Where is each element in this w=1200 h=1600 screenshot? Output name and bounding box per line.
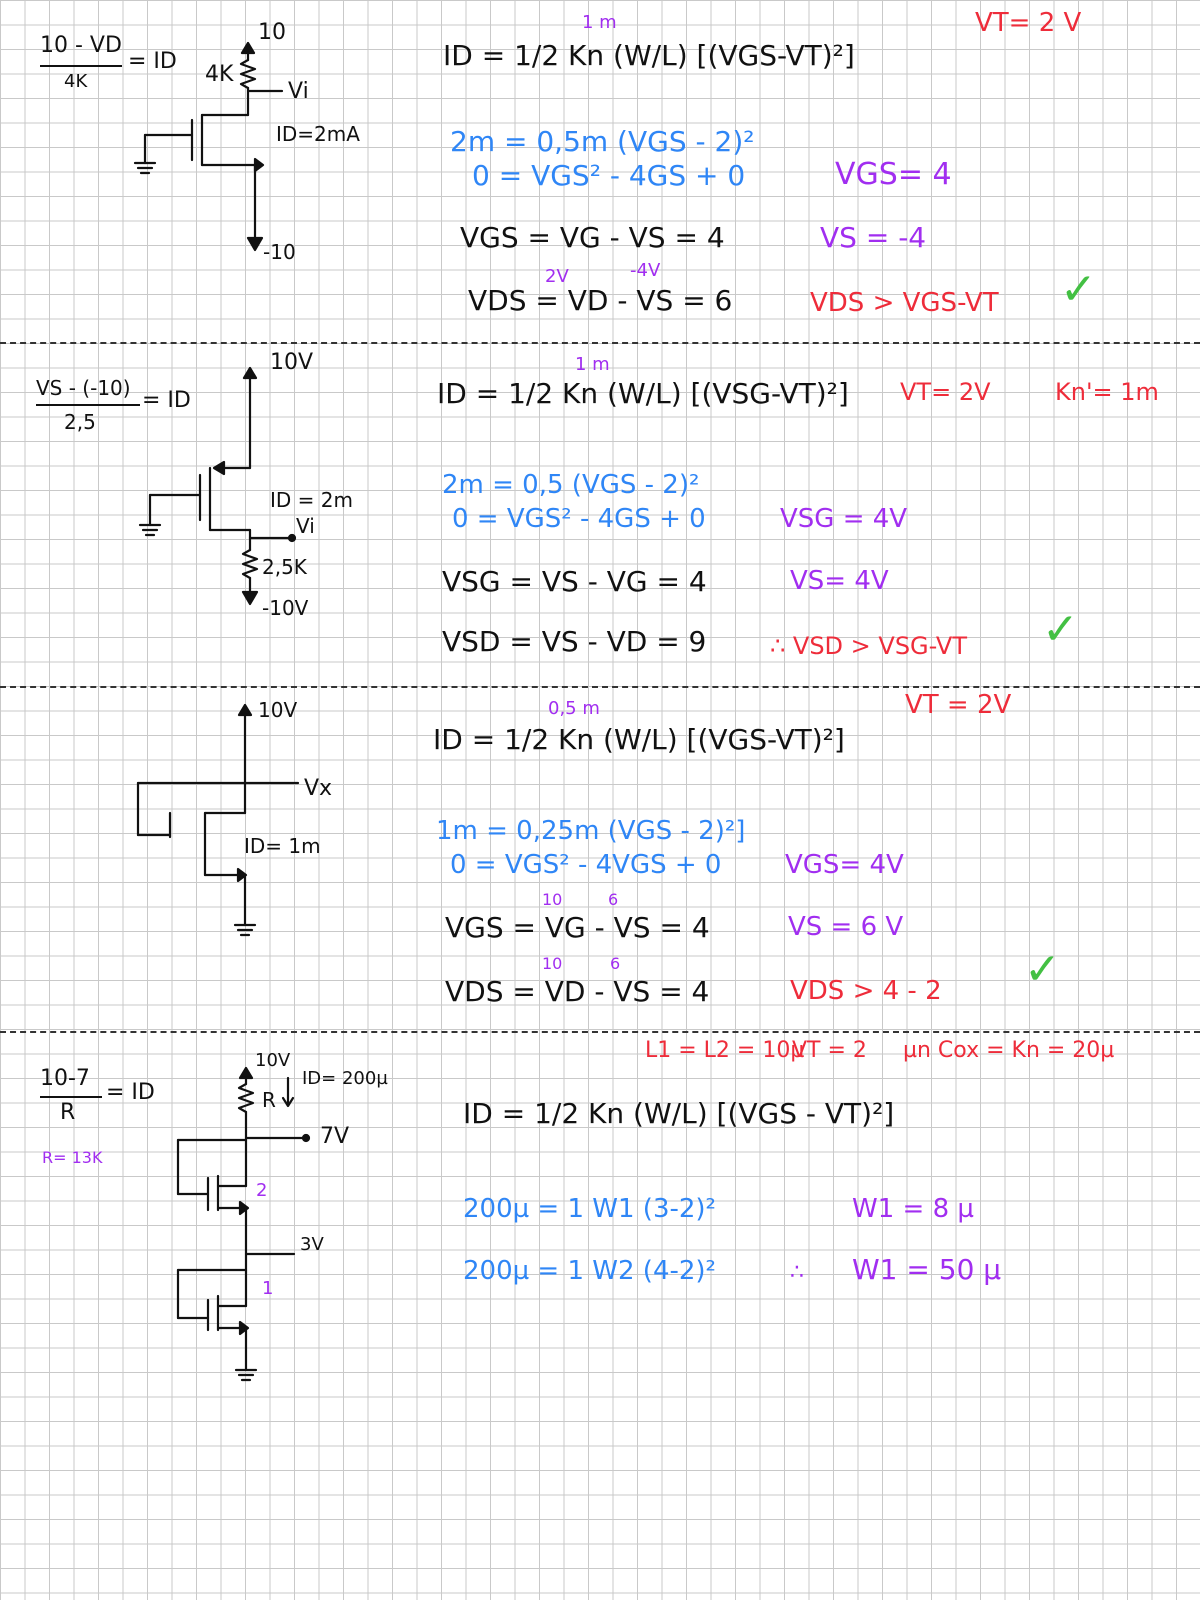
circuit-1-current-label: ID=2mA [276, 122, 360, 146]
equation-line-2: 0 = VGS² - 4VGS + 0 [450, 850, 722, 880]
w-l-value: 1 m [582, 12, 617, 33]
vt-given: VT= 2V [900, 378, 991, 406]
circuit-4-transistor-1-label: 1 [262, 1278, 274, 1299]
fraction-numerator: 10-7 [40, 1066, 90, 1091]
section-divider-2 [0, 686, 1200, 688]
fraction-numerator: 10 - VD [40, 33, 122, 58]
circuit-2-resistor-label: 2,5K [262, 555, 307, 579]
vds-equation: VDS = VD - VS = 6 [468, 284, 733, 317]
circuit-1-schematic [133, 41, 284, 252]
drain-current-formula: ID = 1/2 Kn (W/L) [(VGS-VT)²] [443, 39, 855, 72]
saturation-check: VDS > 4 - 2 [790, 976, 942, 1006]
fraction-numerator: VS - (-10) [36, 376, 131, 400]
vg-substitution: 10 [542, 890, 563, 909]
section-divider-3 [0, 1031, 1200, 1033]
vs-substitution: 6 [608, 890, 619, 909]
therefore-symbol: ∴ [790, 1260, 804, 1285]
w1-result: W1 = 8 µ [852, 1194, 974, 1224]
circuit-4-resistor-label: R [262, 1088, 276, 1112]
fraction-bar [40, 1096, 102, 1098]
drain-current-formula: ID = 1/2 Kn (W/L) [(VSG-VT)²] [437, 377, 849, 410]
vsd-equation: VSD = VS - VD = 9 [442, 625, 707, 658]
vsg-equation: VSG = VS - VG = 4 [442, 565, 707, 598]
section-divider-1 [0, 342, 1200, 344]
circuit-2-node-label: Vi [296, 514, 315, 538]
w-l-value: 0,5 m [548, 698, 600, 719]
equation-line-2: 0 = VGS² - 4GS + 0 [452, 504, 706, 534]
vgs-result: VGS= 4 [835, 157, 952, 192]
drain-current-formula: ID = 1/2 Kn (W/L) [(VGS - VT)²] [463, 1097, 895, 1130]
vd-substitution: 2V [545, 266, 569, 287]
drain-current-formula: ID = 1/2 Kn (W/L) [(VGS-VT)²] [433, 723, 845, 756]
circuit-4-node-mid-label: 3V [300, 1234, 324, 1255]
circuit-3-node-label: Vx [304, 776, 333, 801]
vs-substitution: -4V [630, 260, 661, 281]
kn-given: Kn'= 1m [1055, 378, 1159, 406]
w2-result: W1 = 50 µ [852, 1253, 1002, 1286]
vds-equation: VDS = VD - VS = 4 [445, 975, 710, 1008]
checkmark-icon: ✓ [1042, 604, 1079, 655]
fraction-bar [36, 404, 140, 406]
fraction-denominator: 2,5 [64, 410, 96, 434]
fraction-rhs: = ID [142, 388, 191, 413]
kn-given: µn Cox = Kn = 20µ [903, 1038, 1115, 1063]
w-l-value: 1 m [575, 354, 610, 375]
circuit-1-node-label: Vi [288, 79, 309, 104]
vs-result: VS = -4 [820, 221, 927, 254]
equation-line-2: 0 = VGS² - 4GS + 0 [472, 159, 746, 192]
circuit-2-schematic [138, 366, 297, 606]
resistor-result: R= 13K [42, 1148, 103, 1167]
vd-substitution: 10 [542, 954, 563, 973]
l-values-given: L1 = L2 = 10µ [645, 1038, 805, 1063]
vsg-result: VSG = 4V [780, 504, 908, 534]
circuit-4-node-top-label: 7V [320, 1124, 350, 1149]
circuit-1-resistor-label: 4K [205, 62, 234, 87]
equation-line-2: 200µ = 1 W2 (4-2)² [463, 1256, 716, 1286]
circuit-2-neg-supply-label: -10V [262, 596, 309, 620]
fraction-denominator: 4K [64, 71, 88, 92]
circuit-2-current-label: ID = 2m [270, 488, 353, 512]
vgs-result: VGS= 4V [785, 850, 904, 880]
equation-line-1: 2m = 0,5 (VGS - 2)² [442, 470, 700, 500]
vs-result: VS = 6 V [788, 912, 904, 942]
circuit-3-schematic [136, 703, 300, 937]
circuit-3-supply-label: 10V [258, 698, 298, 722]
vt-given: VT= 2 V [975, 8, 1082, 38]
circuit-4-schematic [176, 1066, 311, 1382]
circuit-4-current-label: ID= 200µ [302, 1068, 388, 1089]
checkmark-icon: ✓ [1060, 264, 1097, 315]
circuit-3-current-label: ID= 1m [244, 834, 321, 858]
vgs-equation: VGS = VG - VS = 4 [445, 911, 710, 944]
circuit-2-supply-label: 10V [270, 350, 314, 375]
fraction-denominator: R [60, 1100, 76, 1125]
equation-line-1: 2m = 0,5m (VGS - 2)² [450, 125, 755, 158]
equation-line-1: 200µ = 1 W1 (3-2)² [463, 1194, 716, 1224]
vs-result: VS= 4V [790, 566, 889, 596]
vt-given: VT = 2 [792, 1038, 867, 1063]
vt-given: VT = 2V [905, 690, 1012, 720]
equation-line-1: 1m = 0,25m (VGS - 2)²] [436, 816, 746, 846]
circuit-4-transistor-2-label: 2 [256, 1180, 268, 1201]
fraction-rhs: = ID [106, 1080, 155, 1105]
circuit-4-supply-label: 10V [255, 1050, 291, 1071]
checkmark-icon: ✓ [1024, 944, 1061, 995]
saturation-check: ∴ VSD > VSG-VT [770, 632, 967, 660]
circuit-1-supply-label: 10 [258, 20, 286, 45]
circuit-1-neg-supply-label: -10 [263, 240, 296, 264]
saturation-check: VDS > VGS-VT [810, 288, 999, 318]
vs-substitution-2: 6 [610, 954, 621, 973]
fraction-rhs: = ID [128, 49, 177, 74]
vgs-equation: VGS = VG - VS = 4 [460, 221, 725, 254]
fraction-bar [40, 65, 122, 67]
